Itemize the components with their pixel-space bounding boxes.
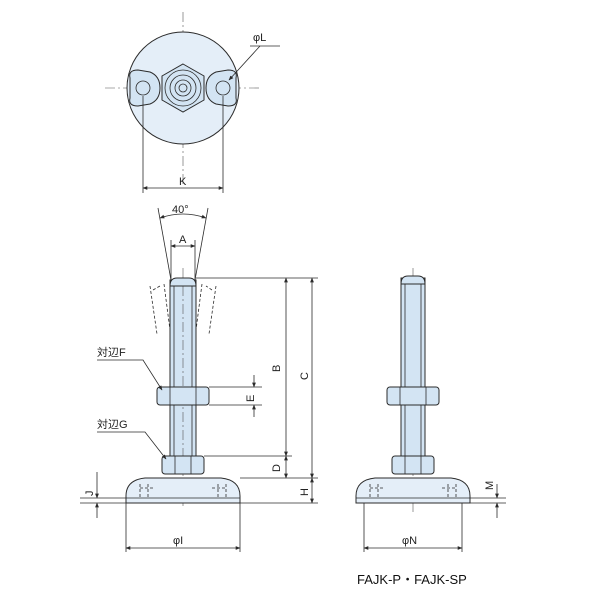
top-view: φL K <box>105 12 280 193</box>
H-label: H <box>299 488 311 496</box>
J-label: J <box>84 491 96 497</box>
front-view: 40° A 対辺F 対辺G <box>80 204 318 552</box>
hex-nut-side <box>386 386 440 406</box>
angle-label: 40° <box>172 204 189 216</box>
C-label: C <box>299 372 311 380</box>
hex-nut-G-side <box>391 455 435 475</box>
model-caption: FAJK-P・FAJK-SP <box>357 572 467 587</box>
phi-L-label: φL <box>253 32 266 44</box>
side-view: M φN <box>355 268 506 552</box>
right-hole <box>215 80 231 96</box>
D-label: D <box>271 464 283 472</box>
phi-I-label: φI <box>173 535 183 547</box>
base-pad <box>125 477 241 504</box>
hex-nut-top <box>161 63 205 113</box>
hex-nut-F <box>156 386 210 406</box>
K-label: K <box>179 176 187 188</box>
right-lug <box>205 69 237 107</box>
B-label: B <box>271 365 283 372</box>
A-label: A <box>179 234 187 246</box>
E-label: E <box>245 395 257 402</box>
left-hole <box>135 80 151 96</box>
hex-nut-G <box>161 455 205 475</box>
left-lug <box>129 69 161 107</box>
phi-N-label: φN <box>402 535 417 547</box>
base-pad-side <box>355 477 471 504</box>
M-label: M <box>484 481 496 490</box>
width-G-label: 対辺G <box>97 417 128 431</box>
width-F-label: 対辺F <box>97 345 126 359</box>
